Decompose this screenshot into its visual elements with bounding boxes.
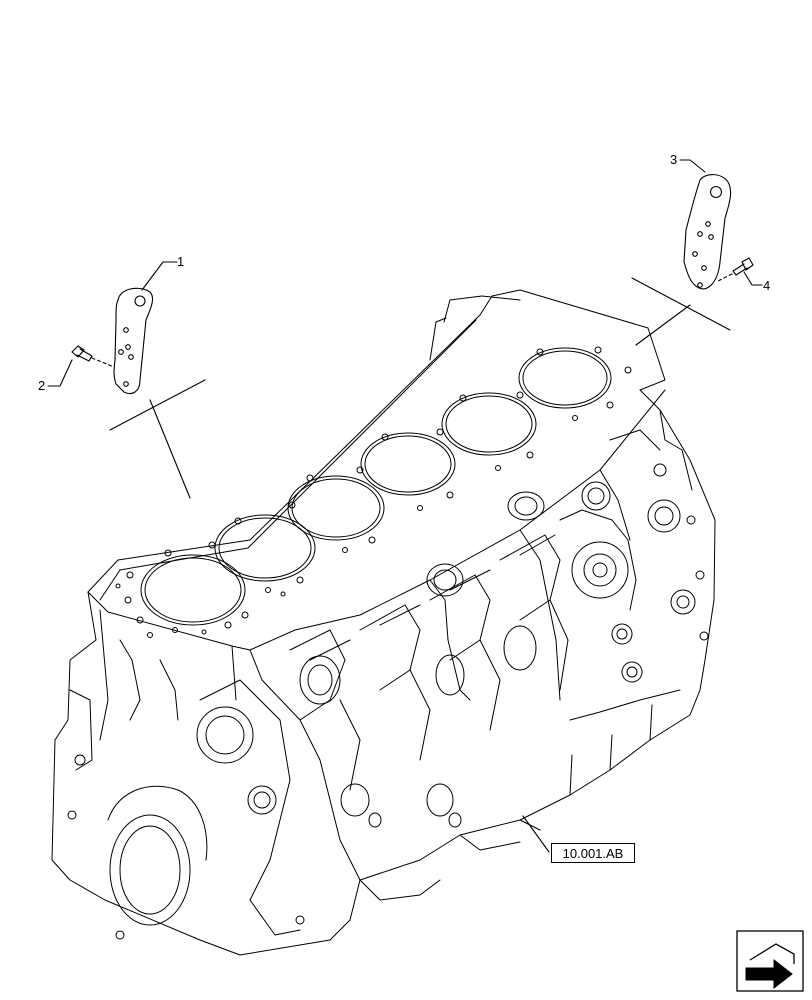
callout-2: 2 bbox=[38, 378, 46, 393]
bolt-part-2 bbox=[71, 345, 115, 368]
callout-3: 3 bbox=[670, 152, 678, 167]
callout-4: 4 bbox=[763, 278, 771, 293]
reference-link-label[interactable]: 10.001.AB bbox=[551, 843, 635, 863]
leader-lines bbox=[47, 159, 763, 853]
bracket-part-1 bbox=[113, 287, 154, 395]
callout-1: 1 bbox=[177, 254, 185, 269]
deck-holes bbox=[115, 346, 632, 638]
assembly-marks bbox=[109, 277, 731, 499]
bolt-part-4 bbox=[715, 257, 754, 283]
engine-block bbox=[51, 289, 716, 956]
arrow-nav-icon[interactable] bbox=[736, 930, 804, 992]
bearing-webs bbox=[289, 534, 569, 791]
bracket-part-3 bbox=[683, 174, 732, 290]
